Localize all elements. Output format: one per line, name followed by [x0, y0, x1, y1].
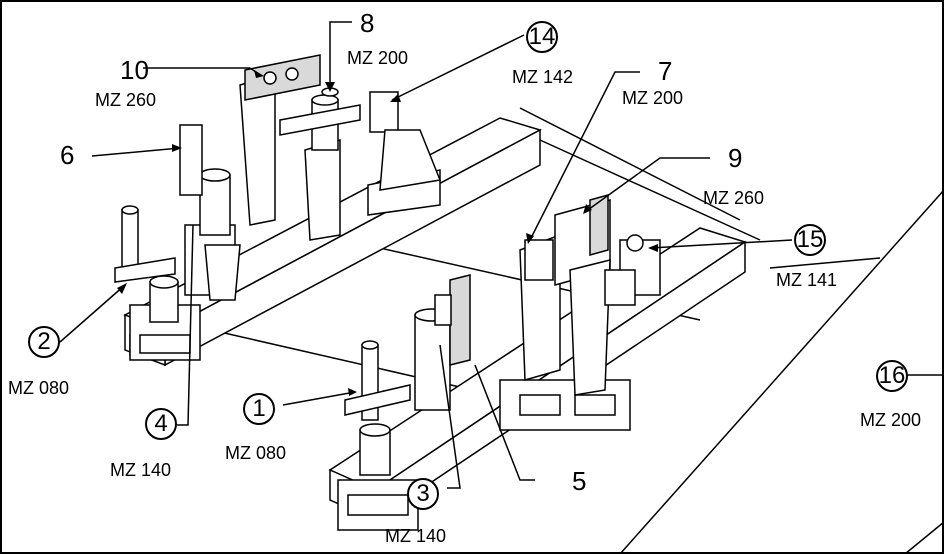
callout-1-code: MZ 080: [225, 443, 287, 463]
callout-9-code: MZ 260: [703, 188, 765, 208]
callout-5-number: 5: [572, 466, 587, 496]
leader-arrowheads: [117, 70, 658, 396]
callout-16-number: 16: [876, 360, 908, 392]
callout-3-number: 3: [407, 478, 439, 510]
callout-15-code: MZ 141: [776, 270, 838, 290]
callout-14-number: 14: [526, 21, 558, 53]
callout-8-code: MZ 200: [347, 48, 409, 68]
callout-7-number: 7: [658, 56, 673, 86]
right-fixtures: [344, 194, 661, 476]
left-fixtures: [114, 54, 442, 323]
callout-10-code: MZ 260: [95, 90, 157, 110]
callout-9-number: 9: [728, 143, 743, 173]
callout-3-code: MZ 140: [385, 526, 447, 546]
section-cut-lines: [619, 189, 944, 554]
callout-6-number: 6: [60, 140, 75, 170]
callout-4-code: MZ 140: [110, 460, 172, 480]
callout-10-number: 10: [120, 55, 149, 85]
callout-2-number: 2: [28, 326, 60, 358]
callout-8-number: 8: [360, 8, 375, 38]
leader-lines: [59, 21, 944, 489]
callout-2-code: MZ 080: [8, 378, 70, 398]
callout-14-code: MZ 142: [512, 67, 574, 87]
callout-7-code: MZ 200: [622, 88, 684, 108]
callout-1-number: 1: [243, 393, 275, 425]
callout-16-code: MZ 200: [860, 410, 922, 430]
callout-15-number: 15: [794, 224, 826, 256]
callout-4-number: 4: [145, 408, 177, 440]
